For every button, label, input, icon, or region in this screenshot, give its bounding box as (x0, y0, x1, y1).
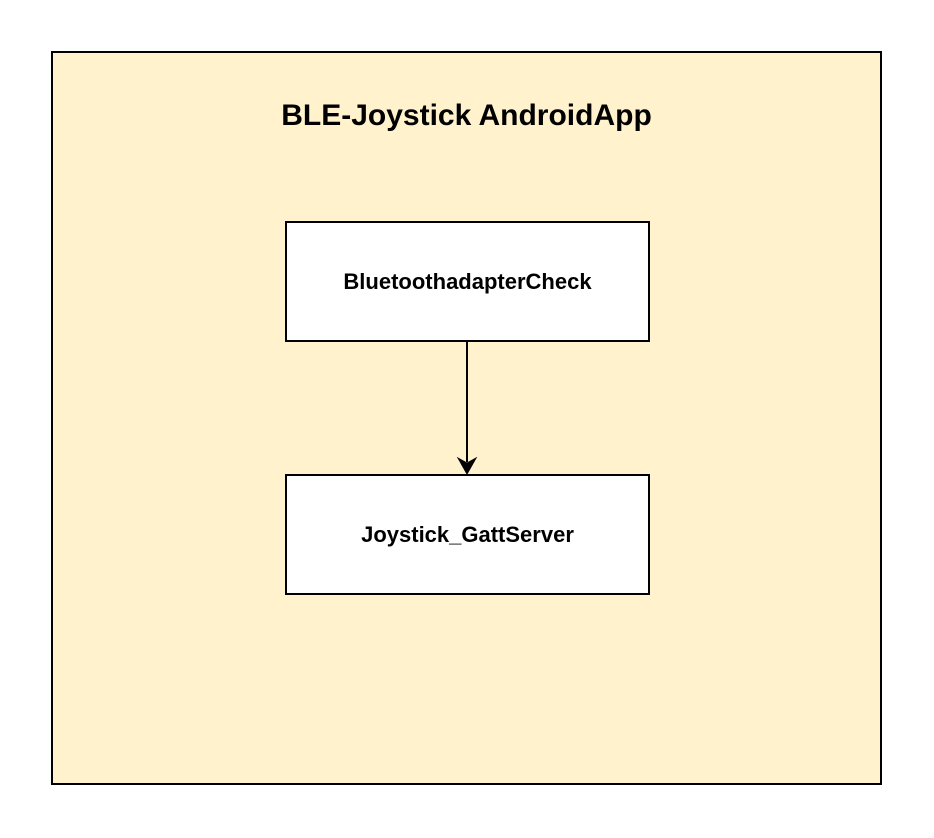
node-label: Joystick_GattServer (361, 521, 574, 547)
container-title: BLE-Joystick AndroidApp (281, 99, 652, 132)
node-label: BluetoothadapterCheck (343, 268, 592, 294)
node-joystick-gatt-server[interactable]: Joystick_GattServer (285, 474, 650, 595)
node-bluetooth-adapter-check[interactable]: BluetoothadapterCheck (285, 221, 650, 342)
app-container: BLE-Joystick AndroidApp (51, 51, 882, 785)
